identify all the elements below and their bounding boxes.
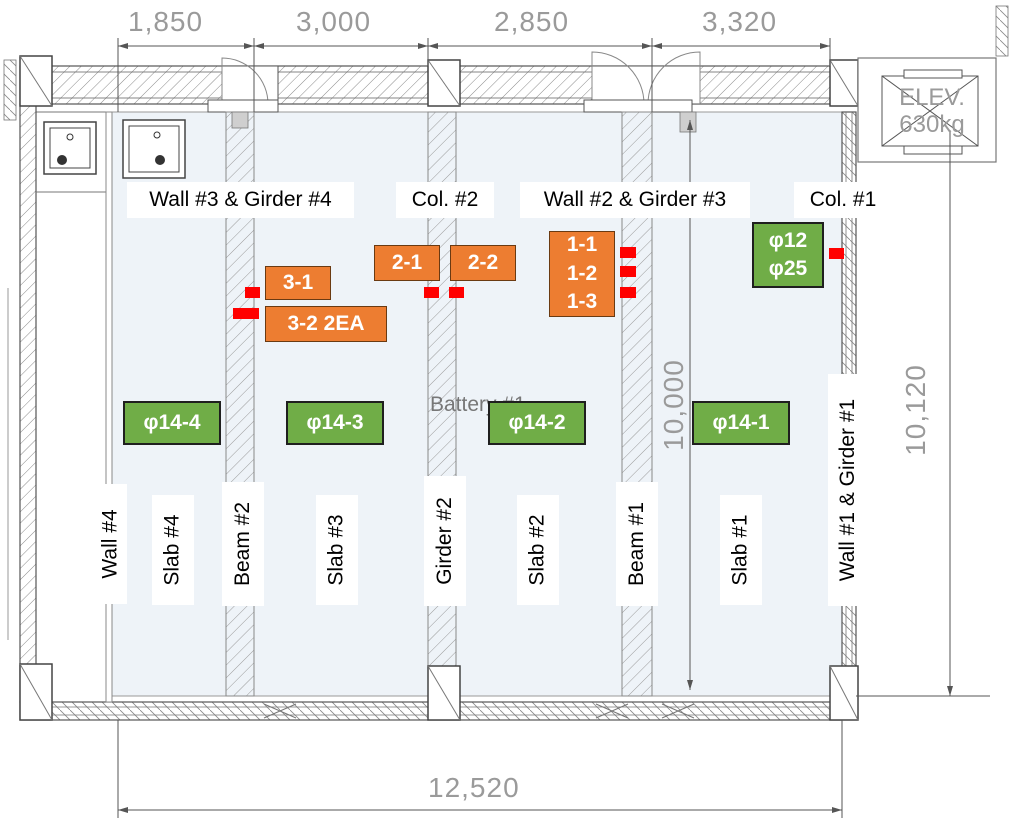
tag-phi14-4: φ14-4	[123, 401, 221, 445]
label-beam2: Beam #2	[222, 482, 264, 606]
left-wall	[19, 103, 37, 703]
label-beam1: Beam #1	[616, 482, 658, 606]
sensor-marker-3-1	[245, 287, 260, 298]
elevator-label-line2: 630kg	[899, 111, 965, 138]
tag-1-2: 1-2	[566, 261, 598, 285]
tag-1-1: 1-1	[566, 233, 598, 257]
dimension-bottom: 12,520	[428, 772, 520, 803]
label-wall1-girder1: Wall #1 & Girder #1	[828, 374, 868, 606]
label-wall4: Wall #4	[95, 484, 127, 604]
dimension-right-outer: 10,120	[899, 364, 931, 456]
dimension-top-1: 1,850	[128, 6, 204, 37]
tag-phi12: φ12	[768, 228, 808, 252]
elevator-label: ELEV. 630kg	[892, 84, 972, 138]
tag-2-1: 2-1	[374, 245, 440, 281]
label-slab3: Slab #3	[316, 495, 358, 605]
dimension-top-3: 2,850	[494, 6, 570, 37]
tag-phi14-2: φ14-2	[488, 401, 586, 445]
sensor-marker-1-3	[620, 287, 636, 298]
sensor-marker-2-1	[424, 287, 439, 298]
label-col2: Col. #2	[396, 182, 494, 218]
sensor-marker-3-2	[233, 308, 259, 319]
label-wall3-girder4: Wall #3 & Girder #4	[127, 182, 354, 218]
tag-phi14-3: φ14-3	[286, 401, 384, 445]
tag-3-1: 3-1	[265, 266, 331, 300]
tag-group-col1: φ12 φ25	[752, 222, 824, 288]
tag-3-2: 3-2 2EA	[265, 306, 387, 342]
elevator-label-line1: ELEV.	[899, 84, 965, 111]
label-girder2: Girder #2	[424, 476, 466, 606]
tag-phi14-1: φ14-1	[692, 401, 790, 445]
dimension-top-2: 3,000	[296, 6, 372, 37]
sensor-marker-col1	[829, 248, 844, 259]
tag-phi25: φ25	[768, 257, 808, 280]
label-slab4: Slab #4	[152, 495, 194, 605]
tag-1-3: 1-3	[566, 290, 598, 314]
sensor-marker-2-2	[449, 287, 464, 298]
label-col1: Col. #1	[794, 182, 892, 218]
tag-group-1: 1-1 1-2 1-3	[549, 231, 615, 317]
label-slab2: Slab #2	[517, 495, 559, 605]
sensor-marker-1-1	[620, 247, 636, 258]
sensor-marker-1-2	[620, 266, 636, 277]
tag-2-2: 2-2	[450, 245, 516, 281]
label-slab1: Slab #1	[720, 495, 762, 605]
label-wall2-girder3: Wall #2 & Girder #3	[520, 182, 750, 218]
dimension-top-4: 3,320	[702, 6, 778, 37]
